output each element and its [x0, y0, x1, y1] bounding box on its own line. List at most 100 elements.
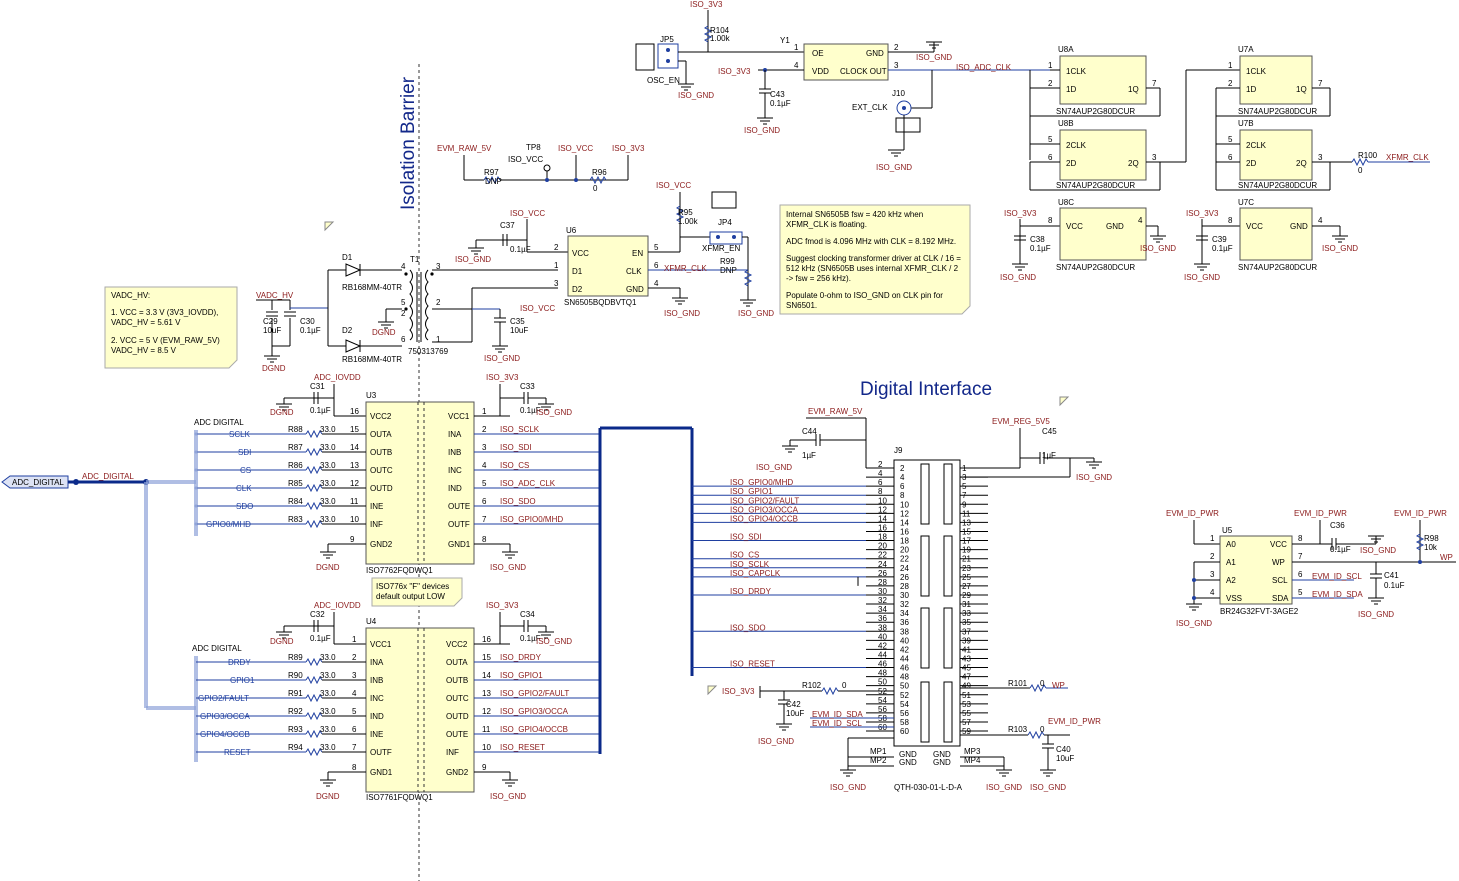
- svg-text:2CLK: 2CLK: [1246, 141, 1267, 150]
- u8c-part: SN74AUP2G80DCUR: [1056, 263, 1135, 272]
- r97-val: DNP: [485, 177, 502, 186]
- resistor: [305, 675, 323, 685]
- adc-iovdd-label-u3: ADC_IOVDD: [314, 373, 361, 382]
- u4-pin-name: OUTF: [370, 748, 392, 757]
- iso-vcc-label-1: ISO_VCC: [558, 144, 593, 153]
- u8a-part: SN74AUP2G80DCUR: [1056, 107, 1135, 116]
- j9-pin-number: 54: [900, 700, 909, 709]
- j9-pin-number: 36: [900, 618, 909, 627]
- iso-3v3-label-u8c: ISO_3V3: [1004, 209, 1037, 218]
- u3-pin-name: VCC2: [370, 412, 392, 421]
- iso-vcc-selection: EVM_RAW_5V R97 DNP TP8 ISO_VCC ISO_VCC R…: [437, 143, 645, 193]
- xfmr-clk-label-1: XFMR_CLK: [664, 264, 707, 273]
- j9-pin-number-outer: 44: [878, 650, 887, 659]
- evm-id-scl-label-u5: EVM_ID_SCL: [1312, 572, 1362, 581]
- j9-pin-number: 18: [900, 537, 909, 546]
- u4-series-resistor-value: 33.0: [320, 689, 336, 698]
- svg-text:2: 2: [401, 309, 406, 318]
- iso-gnd-label-c34: ISO_GND: [536, 637, 572, 646]
- u4-series-resistor-ref: R94: [288, 743, 303, 752]
- j9-net-label: ISO_SDI: [730, 533, 762, 542]
- svg-text:2D: 2D: [1066, 159, 1076, 168]
- j9-pin-number-outer: 36: [878, 614, 887, 623]
- iso-gnd-label-y1: ISO_GND: [916, 53, 952, 62]
- r96-ref: R96: [592, 168, 607, 177]
- j9-pin-number: 38: [900, 627, 909, 636]
- u4-pin-name: INE: [370, 730, 383, 739]
- c42-val: 10uF: [786, 709, 804, 718]
- r101-ref: R101: [1008, 679, 1028, 688]
- svg-text:2: 2: [894, 43, 899, 52]
- u3-pin-name: INF: [370, 520, 383, 529]
- resistor: [305, 519, 323, 529]
- jp4-label: XFMR_EN: [702, 244, 740, 253]
- u4-pin-number: 8: [352, 763, 357, 772]
- c33-val: 0.1µF: [520, 406, 541, 415]
- u3-pin-name: GND1: [448, 540, 471, 549]
- iso-gnd-label-jp5: ISO_GND: [678, 91, 714, 100]
- j9-pin-number: 12: [900, 509, 909, 518]
- j9-pin-number-outer: 16: [878, 523, 887, 532]
- svg-text:VCC: VCC: [1066, 222, 1083, 231]
- svg-text:7: 7: [1298, 552, 1303, 561]
- u8c-ref: U8C: [1058, 198, 1074, 207]
- u3-iso-net-label: ISO_SDI: [500, 443, 532, 452]
- d1-ref: D1: [342, 253, 353, 262]
- c36-val: 0.1µF: [1330, 545, 1351, 554]
- u4-pin-name: GND2: [446, 768, 469, 777]
- u3-iso-net-label: ISO_SDO: [500, 497, 536, 506]
- bus-tap: [194, 522, 198, 526]
- j9-pin-number-outer: 12: [878, 505, 887, 514]
- c30-val: 0.1µF: [300, 326, 321, 335]
- u4-pin-number: 6: [352, 725, 357, 734]
- j9-net-label: ISO_GPIO3/OCCA: [730, 505, 799, 514]
- svg-text:1D: 1D: [1246, 85, 1256, 94]
- u4-pin-number: 10: [482, 743, 491, 752]
- u3-pin-number: 16: [350, 407, 359, 416]
- svg-text:1: 1: [436, 335, 441, 344]
- j9-pin-number: 6: [900, 482, 905, 491]
- j9-pin-number: 28: [900, 582, 909, 591]
- iso-gnd-label-c36: ISO_GND: [1360, 546, 1396, 555]
- svg-text:4: 4: [654, 279, 659, 288]
- j9-pin-number: 32: [900, 600, 909, 609]
- u4-pin-name: OUTA: [446, 658, 468, 667]
- j9-pin-number: 52: [900, 691, 909, 700]
- c40-ref: C40: [1056, 745, 1071, 754]
- c39-ref: C39: [1212, 235, 1227, 244]
- svg-text:4: 4: [1318, 216, 1323, 225]
- u3-pin-number: 12: [350, 479, 359, 488]
- j9-pin-number: 34: [900, 609, 909, 618]
- r103-ref: R103: [1008, 725, 1028, 734]
- wp-label-u5: WP: [1440, 553, 1453, 562]
- j9-pin-number: 4: [900, 473, 905, 482]
- iso-signal-bus: [598, 426, 694, 754]
- wp-label-j9: WP: [1052, 681, 1065, 690]
- j9-pin-number-outer: 50: [878, 678, 887, 687]
- iso-gnd-label-c35: ISO_GND: [484, 354, 520, 363]
- resistor: [305, 747, 323, 757]
- u3-pin-number: 13: [350, 461, 359, 470]
- u3-pin-name: OUTA: [370, 430, 392, 439]
- adc-digital-u3-label: ADC DIGITAL: [194, 418, 244, 427]
- vadc-note-line-3: VADC_HV = 5.61 V: [111, 318, 181, 327]
- vadc-note-line-2: 1. VCC = 3.3 V (3V3_IOVDD),: [111, 308, 218, 317]
- j9-net-label: ISO_GPIO2/FAULT: [730, 496, 799, 505]
- u3-iso-net-label: ISO_ADC_CLK: [500, 479, 556, 488]
- u4-ref: U4: [366, 617, 377, 626]
- iso-gnd-label-u3: ISO_GND: [490, 563, 526, 572]
- u8a-ref: U8A: [1058, 45, 1074, 54]
- svg-text:GND: GND: [1290, 222, 1308, 231]
- u3-iso-net-label: ISO_CS: [500, 461, 529, 470]
- adc-iovdd-label-u4: ADC_IOVDD: [314, 601, 361, 610]
- c44-val: 1µF: [802, 451, 816, 460]
- u3-pin-number: 6: [482, 497, 487, 506]
- u3-pin-name: INA: [448, 430, 462, 439]
- iso-3v3-label-u4: ISO_3V3: [486, 601, 519, 610]
- j9-pin-number: 42: [900, 645, 909, 654]
- svg-text:CLOCK OUT: CLOCK OUT: [840, 67, 887, 76]
- svg-text:5: 5: [1228, 135, 1233, 144]
- r102-ref: R102: [802, 681, 822, 690]
- j9-pin-number-outer: 48: [878, 669, 887, 678]
- sn-note-8: -> fsw = 256 kHz).: [786, 274, 851, 283]
